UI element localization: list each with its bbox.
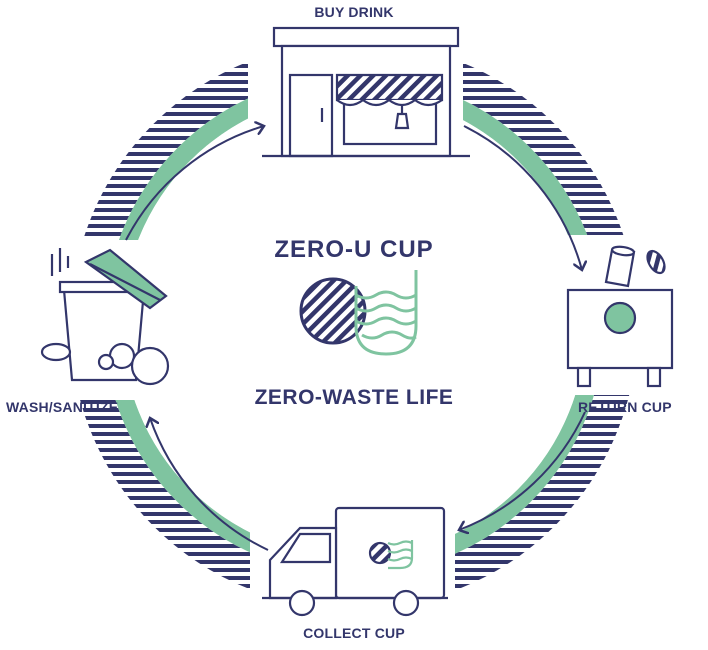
step-label-return-cup: RETURN CUP xyxy=(578,399,672,415)
step-label-collect-cup: COLLECT CUP xyxy=(303,625,405,641)
wash-bin-icon xyxy=(40,248,170,386)
arrow-wash-to-buy xyxy=(125,126,264,241)
return-bin-icon xyxy=(566,245,674,388)
truck-icon xyxy=(262,506,448,617)
arrow-return-to-collect xyxy=(459,411,586,530)
zero-u-logo xyxy=(299,270,418,356)
tagline: ZERO-WASTE LIFE xyxy=(254,386,454,409)
arrow-collect-to-wash xyxy=(150,418,269,551)
arrow-buy-to-return xyxy=(463,125,582,270)
shop-icon xyxy=(262,26,470,158)
brand-name: ZERO-U CUP xyxy=(274,236,434,263)
step-label-wash-sanitize: WASH/SANITIZE xyxy=(6,399,119,415)
step-label-buy-drink: BUY DRINK xyxy=(314,4,394,20)
